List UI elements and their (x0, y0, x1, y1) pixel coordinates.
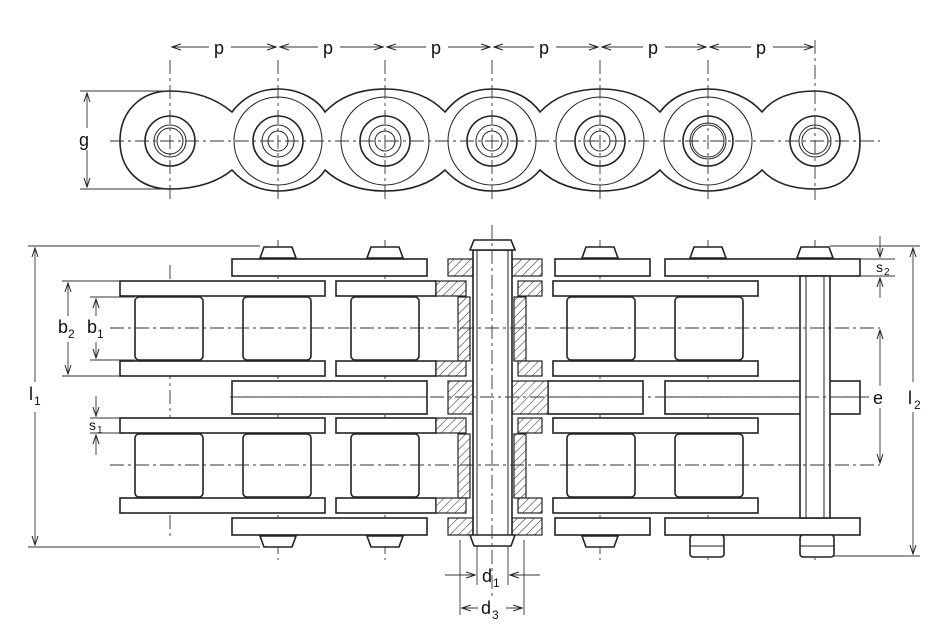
plate-thickness-label: s (89, 417, 96, 433)
length-l2-sub: 2 (914, 398, 921, 412)
plate-thickness-dimension: s 1 (89, 396, 120, 455)
transverse-pitch-dimension: e (870, 330, 890, 463)
outer-plate-thickness-sub: 2 (884, 267, 890, 278)
sectioned-pin (435, 225, 549, 600)
side-view: p p p p p p g (77, 36, 880, 200)
outer-width-sub: 2 (68, 327, 75, 341)
pitch-label: p (214, 38, 224, 58)
inner-width-dimension: b 1 (85, 296, 135, 361)
inner-width-sub: 1 (97, 327, 104, 341)
outer-width-dimension: b 2 (55, 280, 120, 377)
plate-height-dimension: g (77, 90, 168, 190)
bush-diameter-sub: 3 (492, 608, 499, 622)
length-l2-dimension: l 2 (830, 245, 930, 557)
inner-width-label: b (87, 317, 97, 337)
plate-thickness-sub: 1 (97, 425, 103, 436)
outer-width-label: b (58, 317, 68, 337)
pitch-label: p (431, 38, 441, 58)
outer-plate-thickness-dimension: s 2 (860, 236, 895, 298)
pitch-label: p (323, 38, 333, 58)
pin-diameter-dimension: d 1 (445, 546, 540, 590)
length-l1-sub: 1 (34, 394, 41, 408)
plate-height-label: g (79, 130, 89, 150)
outer-plate-thickness-label: s (876, 259, 883, 275)
length-l2-label: l (908, 388, 912, 408)
pitch-label: p (756, 38, 766, 58)
bush-diameter-label: d (481, 598, 491, 618)
plan-view: l 1 b 2 b 1 s 1 (25, 225, 930, 622)
bush-diameter-dimension: d 3 (459, 540, 525, 622)
length-l1-label: l (29, 384, 33, 404)
pitch-label: p (648, 38, 658, 58)
length-l1-dimension: l 1 (25, 245, 260, 548)
pitch-dimension: p p p p p p (172, 36, 813, 58)
pitch-label: p (539, 38, 549, 58)
transverse-pitch-label: e (873, 388, 883, 408)
pin-diameter-label: d (482, 566, 492, 586)
pin-diameter-sub: 1 (493, 576, 500, 590)
